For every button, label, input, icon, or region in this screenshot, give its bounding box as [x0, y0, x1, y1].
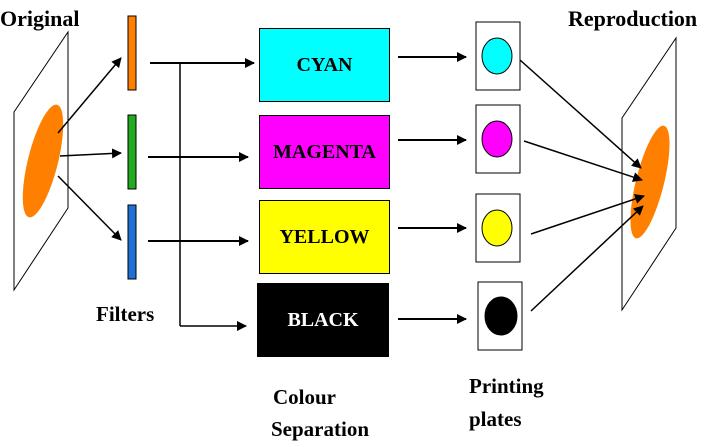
original-to-filter-1-arrow — [57, 57, 122, 134]
filters-label: Filters — [96, 302, 155, 326]
printing-plates-label-line1: Printing — [469, 374, 544, 398]
filter-green — [127, 114, 137, 190]
separation-box-cyan: CYAN — [259, 28, 390, 102]
separation-box-yellow: YELLOW — [259, 200, 390, 274]
yellow-plate-to-reproduction-arrow — [530, 194, 645, 235]
black-plate-to-reproduction-arrow — [530, 205, 644, 312]
separation-box-black: BLACK — [257, 283, 389, 357]
separation-label-black: BLACK — [287, 308, 359, 331]
plate-dot-magenta — [481, 120, 513, 158]
plate-dot-black — [484, 296, 518, 336]
original-to-filter-3-arrow — [57, 175, 122, 241]
separation-box-magenta: MAGENTA — [259, 115, 390, 189]
separation-label-yellow: YELLOW — [279, 225, 370, 248]
plate-dot-cyan — [481, 37, 513, 75]
reproduction-label: Reproduction — [568, 6, 698, 31]
colour-separation-label-line1: Colour — [273, 385, 336, 409]
separation-label-cyan: CYAN — [296, 53, 353, 76]
cyan-plate-to-reproduction-arrow — [519, 59, 642, 169]
colour-separation-label-line2: Separation — [271, 417, 370, 441]
magenta-plate-to-reproduction-arrow — [523, 140, 643, 182]
filter-orange — [127, 15, 137, 91]
original-to-filter-2-arrow — [59, 148, 122, 159]
separation-label-magenta: MAGENTA — [273, 140, 376, 163]
filter-blue — [127, 204, 137, 280]
printing-plates-label-line2: plates — [469, 407, 522, 431]
plate-dot-yellow — [481, 209, 513, 247]
original-image — [22, 104, 64, 218]
original-label: Original — [0, 6, 80, 31]
